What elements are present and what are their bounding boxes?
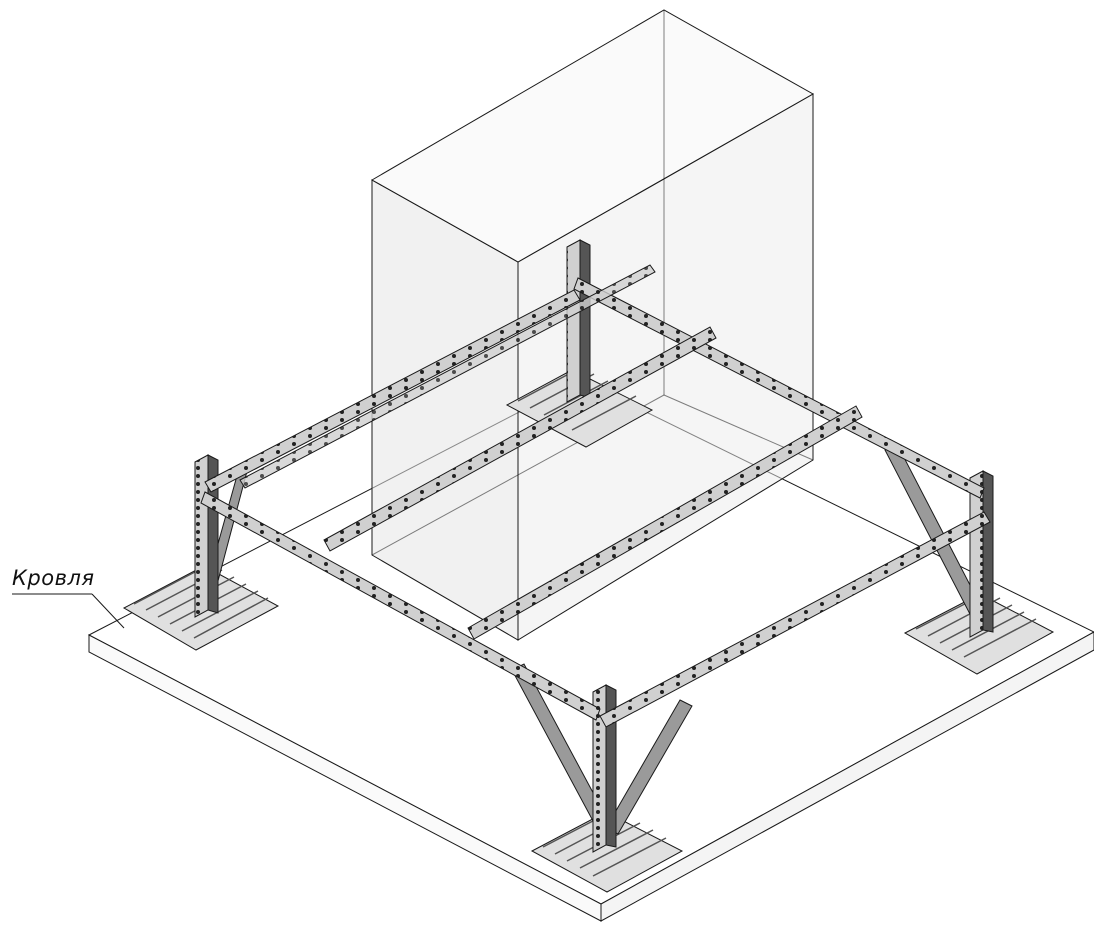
roof-label: Кровля	[12, 566, 95, 590]
roof-slab	[87, 379, 1094, 922]
perimeter-beams	[200, 277, 991, 728]
equipment-envelope-box	[370, 9, 815, 641]
inner-rails	[239, 264, 863, 640]
roof-callout-leader	[12, 593, 125, 629]
